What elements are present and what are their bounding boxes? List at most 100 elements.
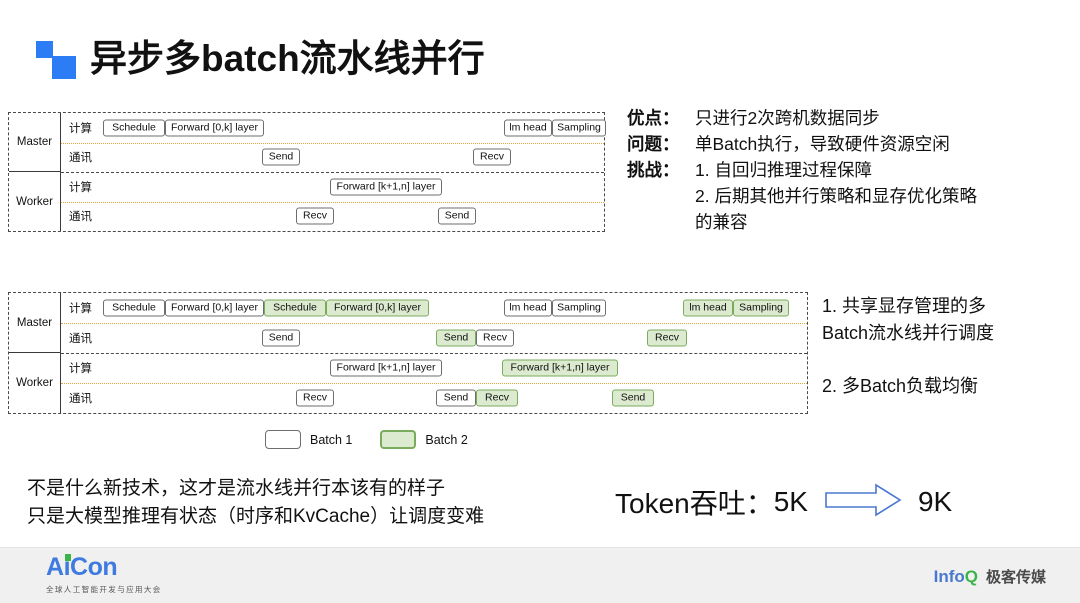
lane-master-comm: 通讯 Send Recv: [61, 143, 604, 173]
node-label-master: Master: [9, 293, 60, 353]
lane-label: 计算: [69, 303, 92, 315]
lane-label: 通讯: [69, 152, 92, 165]
timeline-task-box: Send: [436, 329, 476, 347]
timeline-task-box: Recv: [647, 329, 687, 347]
legend-label: Batch 1: [310, 432, 353, 447]
timeline-task-box: Schedule: [264, 299, 326, 317]
timeline-task-box: Send: [438, 207, 476, 225]
logo-letter-i: i: [63, 553, 71, 581]
note-value: 1. 自回归推理过程保障: [695, 159, 872, 180]
node-label-worker: Worker: [16, 195, 53, 208]
timeline-task-box: Forward [k+1,n] layer: [502, 359, 618, 377]
timeline-task-box: Recv: [473, 148, 511, 166]
brand-name: 极客传媒: [985, 569, 1046, 586]
infoq-q: Q: [964, 567, 978, 586]
advantages-notes: 优点： 只进行2次跨机数据同步 问题： 单Batch执行，导致硬件资源空闲 挑战…: [627, 106, 1067, 235]
node-divider: [61, 353, 807, 354]
lane-label: 计算: [69, 181, 92, 194]
timeline-task-box: Forward [0,k] layer: [165, 299, 264, 317]
solution-line: 2. 多Batch负载均衡: [822, 376, 979, 396]
lane-divider: [61, 142, 604, 144]
solution-line: Batch流水线并行调度: [822, 323, 995, 343]
note-value: 单Batch执行，导致硬件资源空闲: [695, 133, 950, 154]
timeline-task-box: Send: [436, 389, 476, 407]
timeline-task-box: Forward [k+1,n] layer: [330, 178, 442, 196]
blue-squares-icon: [36, 40, 78, 79]
note-sub-line: 2. 后期其他并行策略和显存优化策略: [695, 185, 977, 206]
node-label-column: Master Worker: [9, 113, 61, 231]
lane-divider: [61, 201, 604, 203]
node-label-column: Master Worker: [9, 293, 61, 413]
lane-label: 通讯: [69, 393, 92, 405]
note-key: 问题：: [627, 133, 680, 154]
timeline-task-box: Send: [612, 389, 654, 407]
slide-title-row: 异步多batch流水线并行: [36, 38, 485, 79]
solution-item-2: 2. 多Batch负载均衡: [822, 373, 1072, 400]
infoq-brand: InfoQ 极客传媒: [934, 566, 1046, 587]
timeline-task-box: Send: [262, 148, 300, 166]
lane-label: 计算: [69, 122, 92, 135]
legend-item: Batch 2: [380, 430, 468, 449]
logo-letters-con: Con: [70, 553, 118, 581]
note-row: 问题： 单Batch执行，导致硬件资源空闲: [627, 132, 1067, 158]
timeline-task-box: Forward [0,k] layer: [326, 299, 429, 317]
caption-line-2: 只是大模型推理有状态（时序和KvCache）让调度变难: [27, 506, 485, 528]
timeline-task-box: Schedule: [103, 119, 165, 137]
page-title: 异步多batch流水线并行: [90, 38, 485, 79]
node-label-master: Master: [9, 113, 60, 172]
legend-label: Batch 2: [425, 432, 468, 447]
token-label: Token吞吐：: [615, 488, 774, 519]
legend-swatch: [380, 430, 417, 449]
timeline-task-box: Schedule: [103, 299, 165, 317]
timeline-task-box: Sampling: [733, 299, 789, 317]
logo-letter-a: A: [46, 553, 64, 581]
timeline-task-box: Recv: [296, 207, 334, 225]
timeline-task-box: Recv: [296, 389, 334, 407]
timeline-task-box: lm head: [504, 299, 552, 317]
note-key: 优点：: [627, 108, 680, 128]
timeline-task-box: Sampling: [552, 299, 606, 317]
legend-swatch: [265, 430, 301, 449]
timeline-task-box: lm head: [683, 299, 733, 317]
timeline-task-box: Forward [0,k] layer: [165, 119, 264, 137]
right-arrow-outline-icon: [824, 483, 902, 522]
lane-label: 通讯: [69, 211, 92, 224]
lane-divider: [61, 383, 807, 384]
lane-worker-compute: 计算 Forward [k+1,n] layer Forward [k+1,n] …: [61, 353, 807, 383]
node-divider: [61, 172, 604, 173]
batch-legend: Batch 1 Batch 2: [265, 430, 468, 449]
solution-item-1: 1. 共享显存管理的多 Batch流水线并行调度: [822, 293, 1072, 347]
token-after-value: 9K: [917, 486, 953, 517]
aicon-logo-subtitle: 全球人工智能开发与应用大会: [46, 585, 162, 594]
timeline-task-box: Recv: [476, 329, 514, 347]
lane-worker-comm: 通讯 Recv Send: [61, 202, 604, 232]
green-dot-icon: [64, 554, 71, 561]
timeline-task-box: Forward [k+1,n] layer: [330, 359, 442, 377]
note-key: 挑战：: [627, 159, 680, 180]
timeline-task-box: lm head: [504, 119, 552, 137]
node-label-worker: Worker: [16, 377, 53, 389]
infoq-info: Info: [933, 567, 965, 586]
timeline-task-box: Send: [262, 329, 300, 347]
solution-notes: 1. 共享显存管理的多 Batch流水线并行调度 2. 多Batch负载均衡: [822, 293, 1072, 426]
note-value: 只进行2次跨机数据同步: [695, 108, 880, 128]
lane-divider: [61, 323, 807, 324]
lane-label: 通讯: [69, 333, 92, 345]
note-row: 挑战： 1. 自回归推理过程保障: [627, 158, 1067, 184]
note-sub-line: 的兼容: [695, 211, 748, 232]
slide-caption: 不是什么新技术，这才是流水线并行本该有的样子 只是大模型推理有状态（时序和KvC…: [27, 475, 484, 531]
lane-label: 计算: [69, 363, 92, 375]
caption-line-1: 不是什么新技术，这才是流水线并行本该有的样子: [27, 478, 446, 499]
timeline-task-box: Recv: [476, 389, 518, 407]
token-throughput-row: Token吞吐： 5K 9K: [615, 482, 952, 522]
